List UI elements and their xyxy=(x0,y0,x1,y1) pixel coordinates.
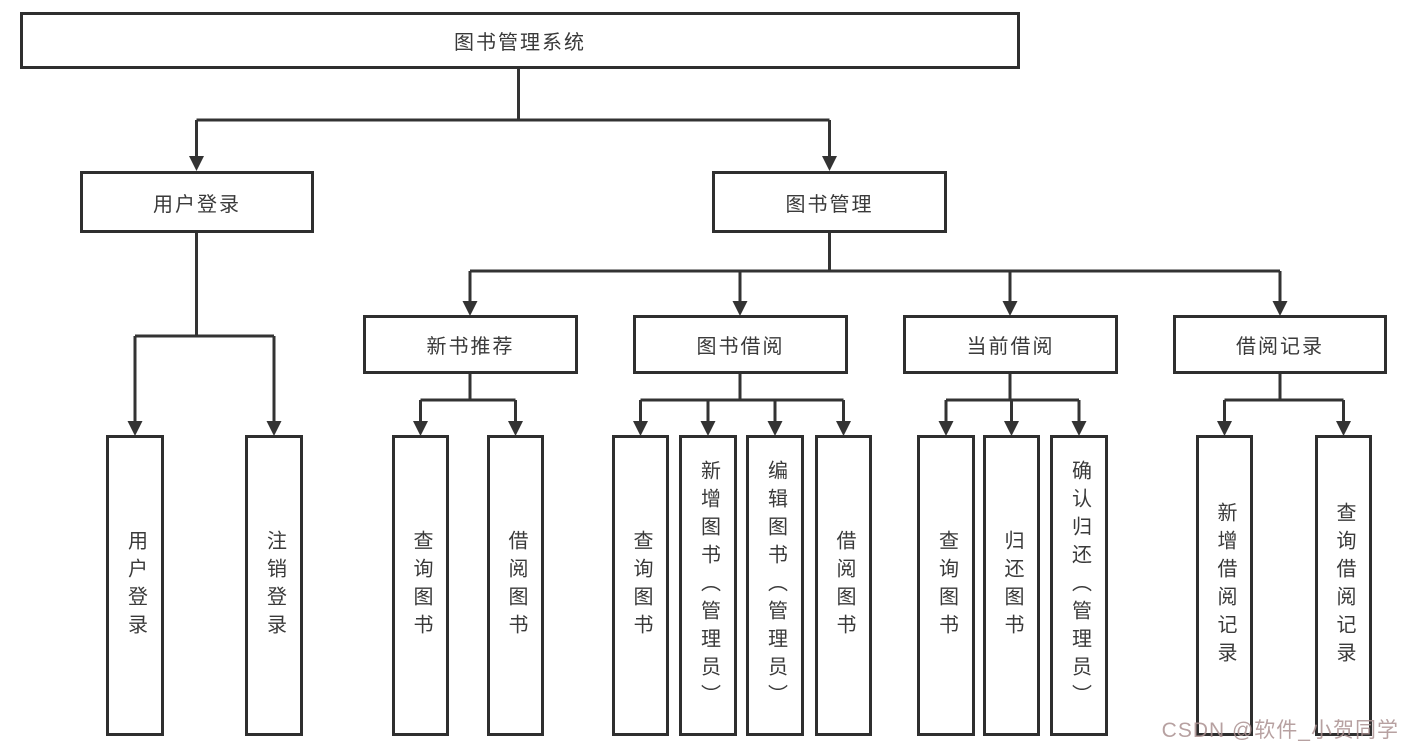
node-label: 查询图书 xyxy=(630,529,652,642)
node-label: 确认归还（管理员） xyxy=(1068,459,1091,712)
node-label: 查询借阅记录 xyxy=(1333,501,1355,670)
node-label: 新书推荐 xyxy=(426,336,515,358)
node-book-management: 图书管理 xyxy=(712,171,947,233)
node-label: 注销登录 xyxy=(263,529,286,642)
leaf-logout: 注销登录 xyxy=(245,435,303,736)
node-label: 归还图书 xyxy=(1001,529,1023,642)
leaf-borrow-books-1: 借阅图书 xyxy=(487,435,544,736)
node-label: 借阅图书 xyxy=(505,529,527,642)
node-label: 编辑图书（管理员） xyxy=(764,459,787,712)
node-label: 当前借阅 xyxy=(966,336,1055,358)
node-label: 查询图书 xyxy=(935,529,958,642)
node-current-borrow: 当前借阅 xyxy=(903,315,1118,374)
node-label: 新增借阅记录 xyxy=(1214,501,1236,670)
node-book-borrow: 图书借阅 xyxy=(633,315,848,374)
node-label: 图书管理 xyxy=(785,193,874,216)
node-label: 查询图书 xyxy=(410,529,432,642)
leaf-return-books: 归还图书 xyxy=(983,435,1040,736)
node-label: 用户登录 xyxy=(153,193,241,216)
leaf-add-books-admin: 新增图书（管理员） xyxy=(679,435,737,736)
leaf-query-borrow-record: 查询借阅记录 xyxy=(1315,435,1372,736)
node-root-system: 图书管理系统 xyxy=(20,12,1020,69)
node-label: 新增图书（管理员） xyxy=(697,459,720,712)
leaf-confirm-return-admin: 确认归还（管理员） xyxy=(1050,435,1108,736)
node-user-login: 用户登录 xyxy=(80,171,314,233)
leaf-borrow-books-2: 借阅图书 xyxy=(815,435,872,736)
node-borrow-records: 借阅记录 xyxy=(1173,315,1387,374)
node-label: 借阅图书 xyxy=(833,529,855,642)
leaf-query-books-3: 查询图书 xyxy=(917,435,975,736)
node-label: 借阅记录 xyxy=(1236,336,1324,358)
leaf-edit-books-admin: 编辑图书（管理员） xyxy=(746,435,804,736)
node-label: 图书借阅 xyxy=(696,336,785,358)
leaf-query-books-2: 查询图书 xyxy=(612,435,669,736)
node-new-book-recommend: 新书推荐 xyxy=(363,315,578,374)
node-label: 图书管理系统 xyxy=(454,32,586,54)
node-label: 用户登录 xyxy=(124,529,147,642)
csdn-watermark: CSDN @软件_小贺同学 xyxy=(1161,719,1399,742)
leaf-query-books-1: 查询图书 xyxy=(392,435,449,736)
leaf-user-login: 用户登录 xyxy=(106,435,164,736)
leaf-add-borrow-record: 新增借阅记录 xyxy=(1196,435,1253,736)
